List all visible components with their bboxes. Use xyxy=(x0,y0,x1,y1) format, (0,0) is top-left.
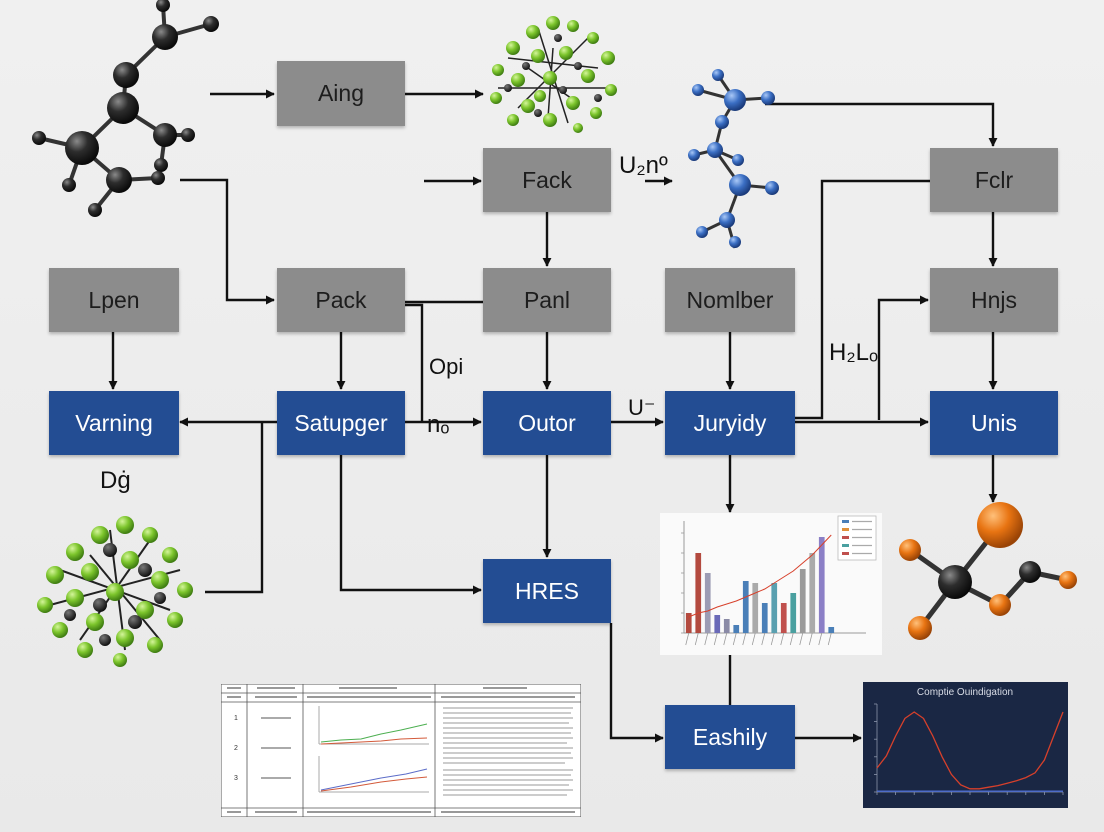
arrow-juryidy-to-hnjs xyxy=(877,295,929,420)
node-outor: Outor xyxy=(483,391,611,455)
blue-chain-molecule-icon xyxy=(688,69,779,249)
bar xyxy=(733,625,740,633)
bar xyxy=(752,583,759,633)
node-lpen: Lpen xyxy=(49,268,179,332)
bar xyxy=(761,603,768,633)
x-tick xyxy=(799,632,804,646)
bar xyxy=(685,613,692,633)
green-cluster-icon xyxy=(490,16,617,133)
bar xyxy=(818,537,825,633)
legend-swatch xyxy=(842,536,849,539)
x-tick xyxy=(808,632,813,646)
x-tick xyxy=(761,632,766,646)
arrow-hres-to-eashily xyxy=(609,623,664,743)
bar xyxy=(742,581,749,633)
table-panel: 1 2 3 xyxy=(221,684,581,817)
node-panl: Panl xyxy=(483,268,611,332)
x-tick xyxy=(742,632,747,646)
label-n0: nₒ xyxy=(427,411,450,438)
node-satupger: Satupger xyxy=(277,391,405,455)
label-u2n0: U₂nº xyxy=(619,152,668,179)
legend-swatch xyxy=(842,552,849,555)
bar xyxy=(828,627,835,633)
x-tick xyxy=(694,632,699,646)
x-tick xyxy=(827,632,832,646)
arrow-satupger-to-hres xyxy=(339,455,482,595)
x-tick xyxy=(723,632,728,646)
line-chart-title: Comptie Ouindigation xyxy=(917,687,1013,698)
legend-swatch xyxy=(842,520,849,523)
bar xyxy=(695,553,702,633)
bar xyxy=(771,583,778,633)
node-juryidy: Juryidy xyxy=(665,391,795,455)
x-tick xyxy=(789,632,794,646)
svg-text:1: 1 xyxy=(234,715,238,722)
label-h2l0: H₂Lₒ xyxy=(829,339,879,366)
orange-molecule-icon xyxy=(899,502,1077,640)
svg-text:2: 2 xyxy=(234,745,238,752)
green-black-cluster-icon xyxy=(37,516,193,667)
x-tick xyxy=(732,632,737,646)
line-chart-panel: Comptie Ouindigation xyxy=(863,682,1068,808)
node-nomlber: Nomlber xyxy=(665,268,795,332)
node-aing: Aing xyxy=(277,61,405,126)
legend-swatch xyxy=(842,528,849,531)
label-dg: Dġ xyxy=(100,467,131,494)
bar xyxy=(704,573,711,633)
node-varning: Varning xyxy=(49,391,179,455)
wire-juryidy-to-fclr xyxy=(795,179,930,420)
bar xyxy=(799,569,806,633)
x-tick xyxy=(751,632,756,646)
bar xyxy=(714,615,721,633)
bar xyxy=(780,603,787,633)
node-fclr: Fclr xyxy=(930,148,1058,212)
arrow-mol-to-pack xyxy=(180,178,275,305)
bar xyxy=(723,619,730,633)
node-hnjs: Hnjs xyxy=(930,268,1058,332)
bar-chart-panel xyxy=(660,513,882,655)
node-pack: Pack xyxy=(277,268,405,332)
x-tick xyxy=(770,632,775,646)
trend-line xyxy=(688,534,832,618)
node-fack: Fack xyxy=(483,148,611,212)
wire-pack-to-outor xyxy=(405,303,424,422)
node-eashily: Eashily xyxy=(665,705,795,769)
bar xyxy=(809,553,816,633)
node-unis: Unis xyxy=(930,391,1058,455)
x-tick xyxy=(685,632,690,646)
series-line xyxy=(876,711,1064,790)
node-hres: HRES xyxy=(483,559,611,623)
x-tick xyxy=(704,632,709,646)
x-tick xyxy=(780,632,785,646)
label-u-minus: U⁻ xyxy=(628,395,656,420)
bar xyxy=(790,593,797,633)
x-tick xyxy=(713,632,718,646)
legend-swatch xyxy=(842,544,849,547)
arrow-blue-to-fclr xyxy=(765,102,998,147)
label-opi: Opi xyxy=(429,354,464,379)
chart-legend xyxy=(837,515,877,561)
dark-molecule-icon xyxy=(32,0,219,217)
svg-text:3: 3 xyxy=(234,775,238,782)
x-tick xyxy=(818,632,823,646)
wire-cluster-to-satupger xyxy=(205,422,264,594)
